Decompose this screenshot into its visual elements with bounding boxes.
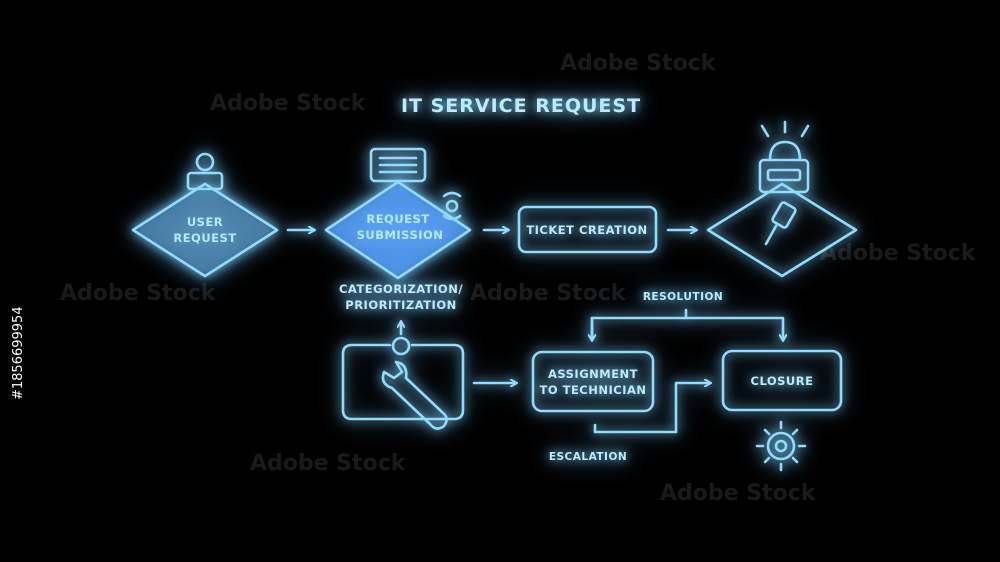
- node-closure: CLOSURE: [721, 349, 843, 412]
- wrench-icon: [381, 360, 448, 430]
- svg-text:PRIORITIZATION: PRIORITIZATION: [345, 298, 456, 312]
- svg-text:TO TECHNICIAN: TO TECHNICIAN: [539, 383, 646, 397]
- cycle-icon: [442, 191, 462, 221]
- edge-assignment-to-closure: [593, 383, 710, 434]
- node-categorization-label: CATEGORIZATION/ PRIORITIZATION: [339, 282, 463, 312]
- svg-text:REQUEST: REQUEST: [366, 212, 429, 226]
- watermark-id: #1856699954: [11, 306, 26, 400]
- svg-text:CLOSURE: CLOSURE: [751, 374, 814, 388]
- svg-text:Adobe Stock: Adobe Stock: [250, 451, 407, 476]
- svg-text:Adobe Stock: Adobe Stock: [820, 241, 977, 266]
- watermark: Adobe Stock Adobe Stock Adobe Stock Adob…: [60, 51, 977, 506]
- svg-text:Adobe Stock: Adobe Stock: [560, 51, 717, 76]
- edge-label-escalation: ESCALATION: [549, 451, 627, 463]
- svg-text:REQUEST: REQUEST: [173, 231, 236, 245]
- gear-icon: [755, 420, 807, 472]
- svg-text:TICKET CREATION: TICKET CREATION: [526, 223, 647, 237]
- svg-text:Adobe Stock: Adobe Stock: [60, 281, 217, 306]
- node-request-submission: REQUEST SUBMISSION: [324, 180, 472, 280]
- user-icon: [186, 152, 224, 191]
- svg-text:SUBMISSION: SUBMISSION: [357, 228, 444, 242]
- node-resolve-diamond: [706, 182, 858, 278]
- svg-text:USER: USER: [187, 215, 223, 229]
- diagram-title: IT SERVICE REQUEST: [401, 95, 641, 117]
- node-categorization-box: [341, 343, 465, 421]
- person-dot-icon: [391, 336, 411, 356]
- key-icon: [764, 201, 797, 246]
- edge-label-resolution: RESOLUTION: [643, 291, 723, 303]
- svg-text:Adobe Stock: Adobe Stock: [470, 281, 627, 306]
- node-ticket-creation: TICKET CREATION: [517, 205, 658, 254]
- svg-text:Adobe Stock: Adobe Stock: [660, 481, 817, 506]
- ticket-icon: [369, 147, 427, 183]
- svg-text:CATEGORIZATION/: CATEGORIZATION/: [339, 282, 463, 296]
- svg-text:Adobe Stock: Adobe Stock: [210, 91, 367, 116]
- node-assignment: ASSIGNMENT TO TECHNICIAN: [531, 350, 655, 413]
- svg-text:ASSIGNMENT: ASSIGNMENT: [548, 367, 638, 381]
- edge-resolution: [592, 308, 783, 340]
- lock-icon: [758, 120, 810, 194]
- node-user-request: USER REQUEST: [131, 182, 279, 278]
